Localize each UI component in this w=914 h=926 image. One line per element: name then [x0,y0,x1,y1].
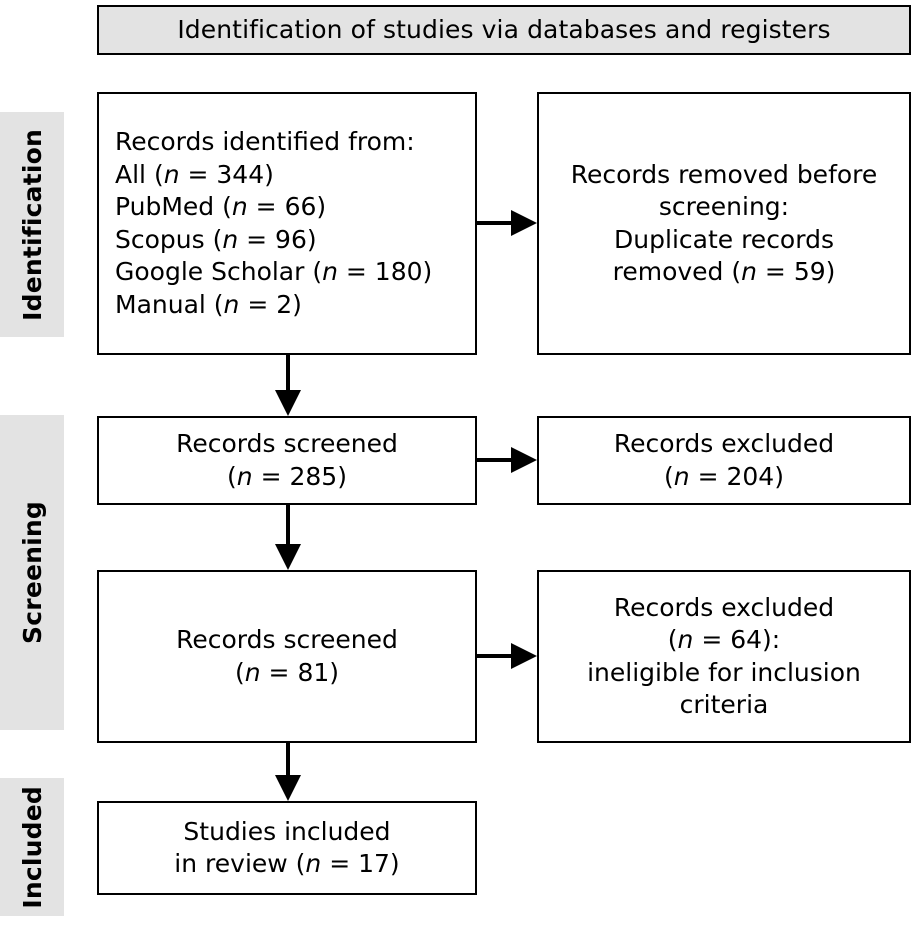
arrow-shaft [477,221,514,225]
box-line: Records screened [176,429,398,458]
sample-size-symbol: n [673,461,690,491]
arrow-shaft [477,654,514,658]
arrow-right-icon-identified-to-removed [477,210,537,236]
stage-label-included: Included [17,785,47,909]
box-line: Records identified from: [115,127,415,156]
box-records-excluded-stage1: Records excluded (n = 204) [537,416,911,505]
arrow-down-icon-identified-to-screened1 [275,355,301,416]
box-line: Manual (n = 2) [115,289,302,319]
sample-size-symbol: n [741,257,757,286]
box-line: ineligible for inclusion [587,657,861,687]
box-line: Records screened [176,625,398,654]
box-line: Records excluded [613,429,835,458]
box-studies-included: Studies included in review (n = 17) [97,801,477,895]
box-line: Google Scholar (n = 180) [115,257,433,286]
box-line: Studies included [183,816,391,846]
box-line: in review (n = 17) [174,849,400,878]
box-line: PubMed (n = 66) [115,192,327,221]
sample-size-symbol: n [322,257,338,286]
arrow-head [511,210,537,236]
sample-size-symbol: n [223,289,240,319]
box-line: (n = 204) [664,461,784,491]
arrow-head [275,544,301,570]
diagram-title: Identification of studies via databases … [177,15,831,45]
stage-label-identification: Identification [17,128,47,321]
arrow-head [511,447,537,473]
stage-label-screening: Screening [17,501,47,644]
box-records-removed: Records removed before screening: Duplic… [537,92,911,355]
box-records-screened-stage2: Records screened (n = 81) [97,570,477,743]
box-records-identified: Records identified from: All (n = 344) P… [97,92,477,355]
stage-band-identification: Identification [0,112,64,337]
stage-band-screening: Screening [0,415,64,730]
arrow-shaft [286,355,290,393]
arrow-shaft [477,458,514,462]
arrow-head [275,775,301,801]
box-line: All (n = 344) [115,159,274,189]
arrow-right-icon-screened1-to-excluded1 [477,447,537,473]
arrow-down-icon-screened1-to-screened2 [275,505,301,570]
box-line: Scopus (n = 96) [115,224,317,254]
sample-size-symbol: n [163,159,180,189]
arrow-head [275,390,301,416]
sample-size-symbol: n [677,625,694,654]
arrow-head [511,643,537,669]
box-records-excluded-stage2: Records excluded (n = 64): ineligible fo… [537,570,911,743]
box-line: (n = 81) [234,657,340,687]
box-records-screened-stage1: Records screened (n = 285) [97,416,477,505]
stage-band-included: Included [0,778,64,916]
sample-size-symbol: n [305,849,322,878]
arrow-shaft [286,505,290,547]
arrow-right-icon-screened2-to-excluded2 [477,643,537,669]
box-line: Duplicate records [614,224,834,254]
sample-size-symbol: n [222,224,239,254]
box-line: (n = 64): [667,625,781,654]
box-line: Records excluded [613,592,835,622]
box-line: removed (n = 59) [612,257,836,286]
arrow-shaft [286,743,290,778]
sample-size-symbol: n [236,461,253,491]
sample-size-symbol: n [244,657,261,687]
box-line: (n = 285) [227,461,347,491]
arrow-down-icon-screened2-to-included [275,743,301,801]
sample-size-symbol: n [231,192,248,221]
box-line: Records removed before [570,159,878,189]
diagram-header-banner: Identification of studies via databases … [97,5,911,55]
box-line: criteria [679,690,769,719]
box-line: screening: [658,192,790,221]
